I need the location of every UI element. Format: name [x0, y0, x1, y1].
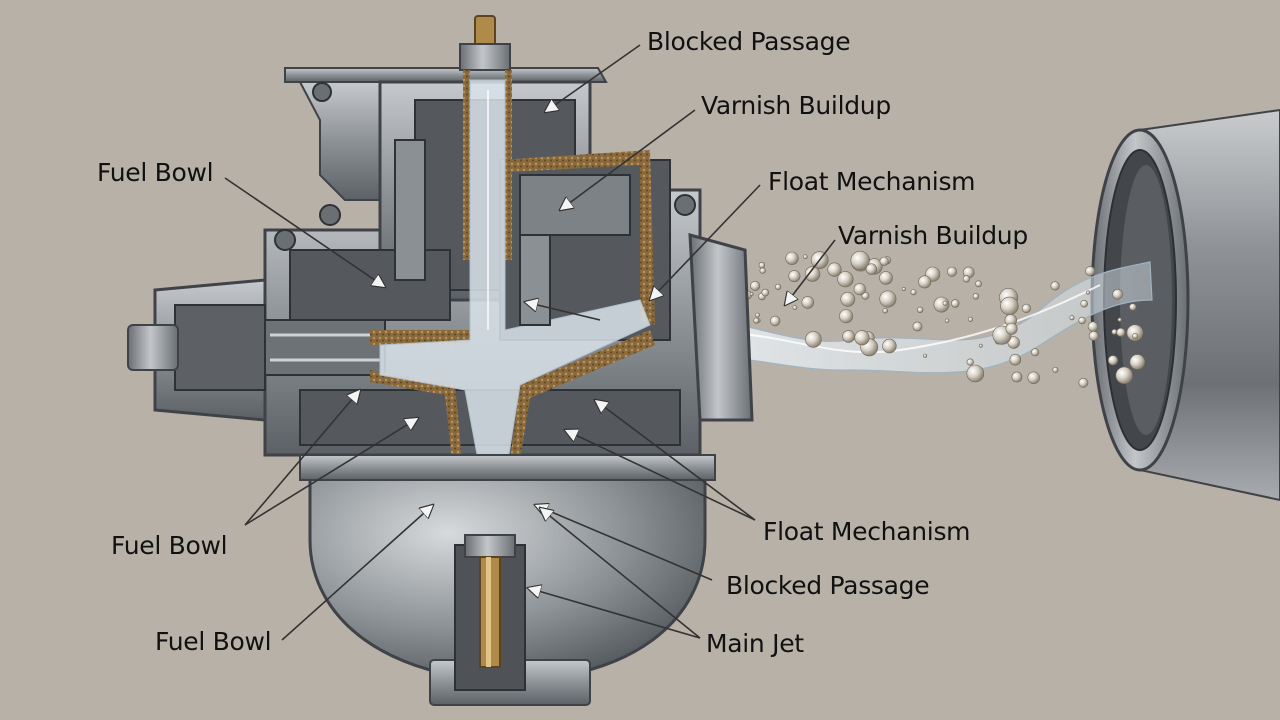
label-fuel-bowl-bottom-left: Fuel Bowl	[155, 627, 272, 656]
fuel-bubble	[1052, 366, 1059, 373]
fuel-bubble	[749, 292, 754, 296]
fuel-bubble	[839, 309, 854, 324]
fuel-bubble	[1078, 377, 1089, 388]
fuel-bubble	[966, 358, 974, 366]
fuel-bubble	[1087, 321, 1099, 332]
fuel-bubble	[879, 256, 889, 266]
fuel-bubble	[801, 296, 815, 309]
fuel-bubble	[967, 316, 973, 322]
fuel-bowl	[299, 454, 716, 706]
label-blocked-passage-top: Blocked Passage	[647, 27, 851, 56]
fuel-bubble	[804, 266, 821, 282]
fuel-bubble	[805, 331, 822, 348]
fuel-bubble	[923, 353, 928, 358]
fuel-bubble	[1000, 296, 1019, 316]
fuel-bubble	[901, 286, 906, 291]
fuel-bubble	[916, 306, 924, 313]
fuel-bubble	[966, 364, 985, 383]
fuel-bubble	[972, 293, 980, 300]
main-jet	[464, 534, 516, 668]
fuel-bubble	[978, 343, 983, 348]
fuel-bubble	[912, 321, 923, 332]
fuel-bubble	[837, 271, 854, 288]
fuel-bubble	[975, 280, 982, 288]
fuel-bubble	[1021, 303, 1032, 314]
fuel-bubble	[853, 283, 866, 296]
label-main-jet: Main Jet	[706, 629, 804, 658]
fuel-bubble	[850, 250, 870, 271]
label-fuel-bowl-mid-left: Fuel Bowl	[111, 531, 228, 560]
fuel-bubble	[942, 300, 948, 306]
fuel-bubble	[1107, 355, 1119, 366]
fuel-bubble	[774, 283, 782, 291]
fuel-bubble	[1129, 303, 1137, 311]
fuel-bubble	[1129, 354, 1146, 370]
label-fuel-bowl-top-left: Fuel Bowl	[97, 158, 214, 187]
fuel-bubble	[962, 275, 971, 283]
fuel-bubble	[879, 271, 893, 285]
fuel-bubble	[840, 291, 856, 307]
fuel-bubble	[1080, 299, 1088, 308]
fuel-bubble	[933, 296, 950, 313]
fuel-bubble	[1005, 322, 1018, 335]
fuel-bubble	[792, 305, 798, 310]
fuel-bubble	[1112, 288, 1123, 300]
label-varnish-buildup-top: Varnish Buildup	[701, 91, 891, 120]
fuel-bubble	[882, 308, 888, 314]
label-blocked-passage-bottom: Blocked Passage	[726, 571, 930, 600]
fuel-bubble	[761, 288, 770, 297]
fuel-bubble	[865, 263, 878, 275]
fuel-bubble	[1011, 371, 1023, 383]
fuel-bubble	[1078, 316, 1086, 325]
fuel-bubble	[1116, 327, 1126, 337]
fuel-bubble	[1117, 317, 1122, 322]
leader-lines	[224, 44, 836, 641]
label-float-mechanism-bottom: Float Mechanism	[763, 517, 971, 546]
fuel-bubble	[788, 270, 801, 283]
fuel-bubble	[759, 267, 766, 274]
intake-pipe	[1090, 108, 1280, 502]
fuel-bubble	[802, 254, 808, 260]
fuel-bubble	[769, 315, 781, 327]
fuel-bubble	[944, 318, 950, 323]
fuel-bubble	[785, 251, 799, 265]
fuel-bubble	[1111, 328, 1118, 335]
fuel-bubble	[918, 275, 932, 289]
fuel-bubble	[1088, 330, 1099, 341]
fuel-bubble	[1009, 353, 1022, 366]
fuel-bubble	[1085, 266, 1096, 277]
fuel-bubble	[1031, 348, 1040, 357]
fuel-bubble	[882, 338, 897, 354]
fuel-bubble	[1050, 281, 1060, 291]
label-varnish-buildup-right: Varnish Buildup	[838, 221, 1028, 250]
fuel-bubble	[1132, 332, 1139, 339]
fuel-bubble	[750, 280, 761, 291]
fuel-bubble	[1086, 290, 1091, 295]
fuel-bubble	[910, 289, 917, 296]
fuel-bubble	[950, 299, 960, 308]
fuel-bubble	[1126, 324, 1144, 342]
fuel-bubble	[753, 317, 760, 324]
fuel-bubble	[861, 291, 870, 300]
fuel-bubble	[1069, 315, 1075, 321]
fuel-bubble	[827, 262, 842, 277]
fuel-bubble	[946, 266, 957, 277]
fuel-bubble	[879, 290, 897, 308]
fuel-bubble	[842, 330, 855, 343]
fuel-bubble	[854, 330, 870, 346]
fuel-bubble	[758, 262, 766, 269]
fuel-bubble	[1115, 366, 1133, 385]
fuel-bubble	[755, 312, 760, 318]
fuel-bubble	[1027, 371, 1040, 384]
label-float-mechanism-top: Float Mechanism	[768, 167, 976, 196]
